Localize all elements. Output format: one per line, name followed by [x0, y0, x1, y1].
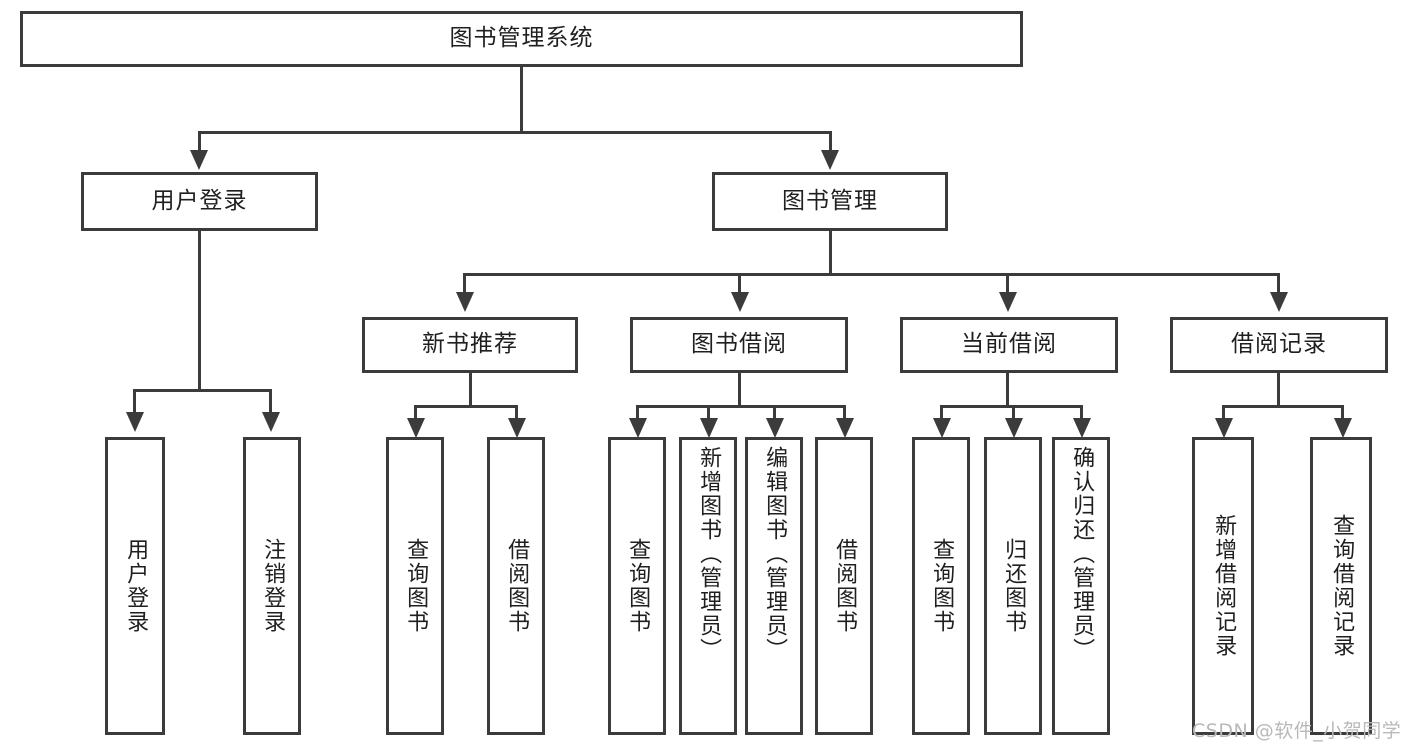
arrow-borrow-leaf1	[629, 418, 647, 438]
node-leaf-query-book-2[interactable]: 查询图书	[608, 437, 666, 735]
node-leaf-add-record[interactable]: 新增借阅记录	[1192, 437, 1254, 735]
arrow-current-leaf2	[1005, 418, 1023, 438]
edge-root-trunk	[520, 67, 523, 131]
arrow-recommend-leaf2	[508, 418, 526, 438]
edge-borrow-leaf3	[773, 405, 776, 421]
node-leaf-add-record-label: 新增借阅记录	[1211, 514, 1237, 658]
edge-borrow-trunk	[738, 373, 741, 405]
node-book-borrow[interactable]: 图书借阅	[630, 317, 848, 373]
node-leaf-query-book-3-label: 查询图书	[929, 538, 955, 634]
arrow-bm-to-record	[1270, 292, 1288, 312]
edge-borrow-bar	[636, 405, 843, 408]
edge-user-login-leaf1	[133, 389, 136, 415]
edge-borrow-leaf4	[843, 405, 846, 421]
node-book-manage[interactable]: 图书管理	[712, 172, 948, 231]
node-leaf-borrow-book-1-label: 借阅图书	[504, 538, 530, 634]
arrow-current-leaf3	[1073, 418, 1091, 438]
arrow-borrow-leaf2	[700, 418, 718, 438]
node-leaf-borrow-book-2[interactable]: 借阅图书	[815, 437, 873, 735]
node-root-system[interactable]: 图书管理系统	[20, 11, 1023, 67]
edge-borrow-leaf1	[636, 405, 639, 421]
arrow-record-leaf1	[1215, 418, 1233, 438]
edge-record-trunk	[1277, 373, 1280, 405]
edge-record-leaf1	[1222, 405, 1225, 421]
edge-bm-to-current	[1006, 273, 1009, 295]
arrow-root-to-user-login	[190, 150, 208, 170]
node-book-manage-label: 图书管理	[782, 187, 878, 214]
arrow-borrow-leaf4	[836, 418, 854, 438]
arrow-borrow-leaf3	[766, 418, 784, 438]
edge-book-manage-trunk	[829, 231, 832, 273]
edge-current-leaf2	[1012, 405, 1015, 421]
node-leaf-return-book[interactable]: 归还图书	[984, 437, 1042, 735]
edge-recommend-trunk	[469, 373, 472, 405]
node-new-book-recommend[interactable]: 新书推荐	[362, 317, 578, 373]
node-leaf-add-book[interactable]: 新增图书（管理员）	[679, 437, 737, 735]
node-leaf-user-login-label: 用户登录	[123, 538, 149, 634]
node-leaf-query-book-1-label: 查询图书	[403, 538, 429, 634]
node-leaf-borrow-book-2-label: 借阅图书	[832, 538, 858, 634]
node-leaf-query-book-3[interactable]: 查询图书	[912, 437, 970, 735]
edge-book-manage-bar	[463, 273, 1279, 276]
node-current-borrow-label: 当前借阅	[961, 331, 1057, 358]
edge-bm-to-recommend	[463, 273, 466, 295]
node-new-book-recommend-label: 新书推荐	[422, 331, 518, 358]
node-leaf-query-book-1[interactable]: 查询图书	[386, 437, 444, 735]
node-leaf-confirm-return[interactable]: 确认归还（管理员）	[1052, 437, 1110, 735]
arrow-bm-to-borrow	[731, 292, 749, 312]
arrow-bm-to-current	[999, 292, 1017, 312]
node-book-borrow-label: 图书借阅	[691, 331, 787, 358]
node-borrow-record[interactable]: 借阅记录	[1170, 317, 1388, 373]
edge-recommend-bar	[414, 405, 518, 408]
edge-borrow-leaf2	[707, 405, 710, 421]
edge-bm-to-borrow	[738, 273, 741, 295]
node-user-login-label: 用户登录	[151, 187, 248, 214]
arrow-root-to-book-manage	[821, 150, 839, 170]
edge-user-login-bar	[133, 389, 271, 392]
node-leaf-edit-book-label: 编辑图书（管理员）	[762, 446, 788, 662]
edge-record-leaf2	[1341, 405, 1344, 421]
edge-bm-to-record	[1277, 273, 1280, 295]
arrow-user-login-leaf1	[126, 412, 144, 432]
node-leaf-confirm-return-label: 确认归还（管理员）	[1069, 446, 1095, 662]
node-leaf-logout-label: 注销登录	[260, 538, 286, 634]
arrow-user-login-leaf2	[262, 412, 280, 432]
node-leaf-return-book-label: 归还图书	[1001, 538, 1027, 634]
node-leaf-edit-book[interactable]: 编辑图书（管理员）	[745, 437, 803, 735]
node-leaf-query-record[interactable]: 查询借阅记录	[1310, 437, 1372, 735]
edge-current-leaf1	[940, 405, 943, 421]
node-leaf-user-login[interactable]: 用户登录	[105, 437, 165, 735]
edge-root-to-book-manage	[829, 131, 832, 154]
edge-record-bar	[1222, 405, 1342, 408]
edge-user-login-trunk	[198, 231, 201, 389]
node-borrow-record-label: 借阅记录	[1231, 331, 1327, 358]
arrow-record-leaf2	[1334, 418, 1352, 438]
arrow-bm-to-recommend	[456, 292, 474, 312]
node-leaf-logout[interactable]: 注销登录	[243, 437, 301, 735]
node-leaf-add-book-label: 新增图书（管理员）	[696, 446, 722, 662]
node-leaf-borrow-book-1[interactable]: 借阅图书	[487, 437, 545, 735]
edge-current-leaf3	[1080, 405, 1083, 421]
arrow-current-leaf1	[933, 418, 951, 438]
edge-root-to-user-login	[198, 131, 201, 154]
edge-recommend-leaf1	[414, 405, 417, 421]
edge-recommend-leaf2	[515, 405, 518, 421]
node-leaf-query-record-label: 查询借阅记录	[1329, 514, 1355, 658]
node-leaf-query-book-2-label: 查询图书	[625, 538, 651, 634]
arrow-recommend-leaf1	[407, 418, 425, 438]
edge-root-bar	[198, 131, 832, 134]
node-current-borrow[interactable]: 当前借阅	[900, 317, 1118, 373]
node-root-system-label: 图书管理系统	[449, 25, 594, 52]
edge-current-bar	[940, 405, 1081, 408]
node-user-login[interactable]: 用户登录	[81, 172, 318, 231]
edge-current-trunk	[1006, 373, 1009, 405]
edge-user-login-leaf2	[269, 389, 272, 415]
